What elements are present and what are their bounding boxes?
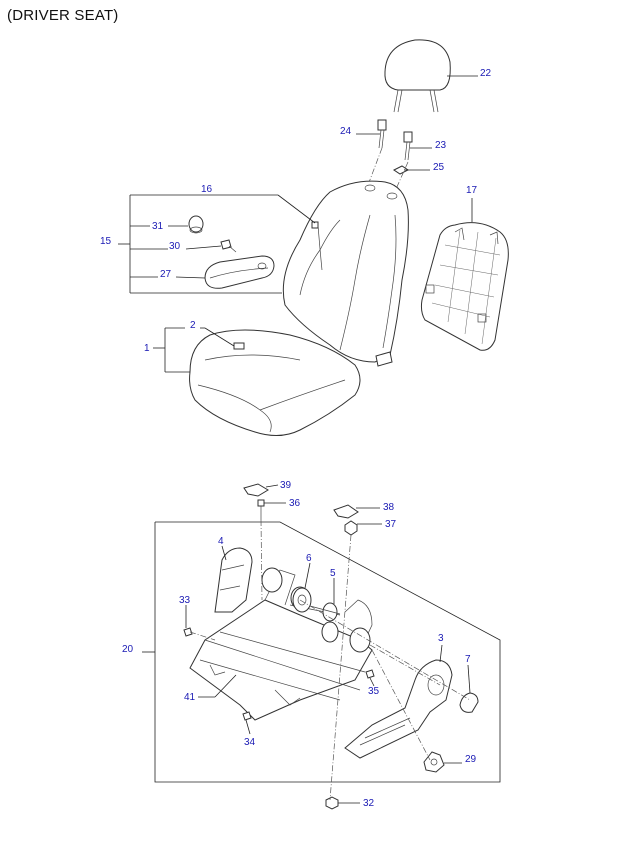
callout-39: 39 [280, 480, 292, 491]
callout-30: 30 [169, 241, 181, 252]
recliner-5-part [309, 602, 341, 622]
headrest-guides [367, 119, 413, 199]
seat-back-part [282, 180, 409, 367]
screw-30-part [220, 239, 237, 253]
callout-20: 20 [122, 644, 134, 655]
callout-25: 25 [433, 162, 445, 173]
callout-31: 31 [152, 221, 164, 232]
callout-24: 24 [340, 126, 352, 137]
callout-4: 4 [218, 536, 224, 547]
handle-29-part [423, 751, 445, 773]
diagram-title: (DRIVER SEAT) [7, 7, 119, 24]
callout-41: 41 [184, 692, 196, 703]
callout-7: 7 [465, 654, 471, 665]
nut-37-part [344, 520, 358, 536]
callout-16: 16 [201, 184, 213, 195]
callout-35: 35 [368, 686, 380, 697]
assembly-centre-lines [189, 519, 471, 801]
callout-27: 27 [160, 269, 172, 280]
side-cover-4-part [214, 547, 253, 613]
cap-31-part [188, 215, 204, 234]
headrest-part [384, 39, 451, 113]
callout-38: 38 [383, 502, 395, 513]
callout-23: 23 [435, 140, 447, 151]
callout-labels: 22 24 23 25 16 17 31 15 30 27 2 1 39 36 … [100, 68, 492, 809]
clip-39-part [243, 483, 269, 497]
knob-7-part [459, 692, 479, 713]
callout-6: 6 [306, 553, 312, 564]
screw-35-part [365, 669, 375, 679]
screw-34-part [242, 711, 252, 721]
callout-29: 29 [465, 754, 477, 765]
armrest-part [204, 255, 275, 289]
side-cover-3-part [344, 659, 453, 759]
bolt-32-part [325, 796, 339, 810]
callout-17: 17 [466, 185, 478, 196]
callout-33: 33 [179, 595, 191, 606]
callout-34: 34 [244, 737, 256, 748]
clip-38-part [333, 504, 359, 519]
recliner-6-part [292, 587, 312, 613]
bolt-36-part [257, 499, 265, 520]
callout-36: 36 [289, 498, 301, 509]
callout-1: 1 [144, 343, 150, 354]
callout-37: 37 [385, 519, 397, 530]
callout-3: 3 [438, 633, 444, 644]
seat-frame-41-part [189, 567, 373, 721]
callout-2: 2 [190, 320, 196, 331]
callout-22: 22 [480, 68, 492, 79]
callout-32: 32 [363, 798, 375, 809]
screw-33-part [183, 627, 193, 637]
frame-group-box [154, 521, 501, 783]
callout-15: 15 [100, 236, 112, 247]
seat-cushion-part [189, 329, 361, 436]
back-board-part [420, 222, 509, 351]
callout-5: 5 [330, 568, 336, 579]
leader-lines [118, 75, 478, 804]
